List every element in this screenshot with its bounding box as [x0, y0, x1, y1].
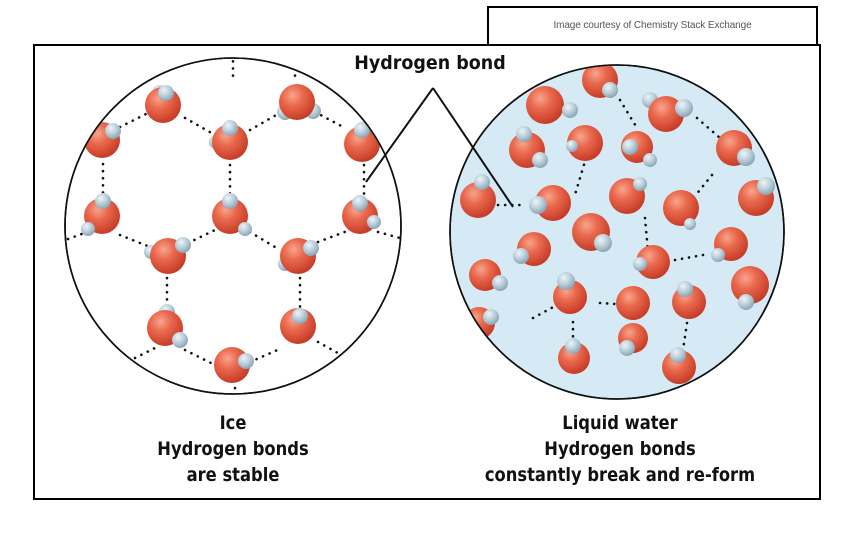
ice-caption: Ice Hydrogen bonds are stable: [104, 410, 362, 488]
liquid-molecules: [460, 65, 775, 384]
ice-caption-line-3: are stable: [186, 464, 280, 486]
liquid-caption-line-2: Hydrogen bonds: [544, 438, 696, 460]
ice-caption-line-2: Hydrogen bonds: [157, 438, 309, 460]
liquid-caption: Liquid water Hydrogen bonds constantly b…: [448, 410, 792, 488]
hydrogen-bond-callout-lines: [365, 87, 514, 208]
ice-molecules: [81, 84, 381, 383]
ice-caption-line-1: Ice: [219, 412, 247, 434]
liquid-caption-line-1: Liquid water: [562, 412, 678, 434]
image-credit-box: Image courtesy of Chemistry Stack Exchan…: [487, 6, 818, 44]
ice-hydrogen-bonds: [66, 58, 401, 394]
liquid-panel: [449, 64, 785, 400]
image-credit-text: Image courtesy of Chemistry Stack Exchan…: [553, 20, 752, 31]
liquid-caption-line-3: constantly break and re-form: [484, 464, 756, 486]
ice-panel: [64, 57, 402, 395]
hydrogen-bond-callout-label: Hydrogen bond: [354, 52, 506, 74]
liquid-molecule-spheres: [460, 65, 775, 384]
